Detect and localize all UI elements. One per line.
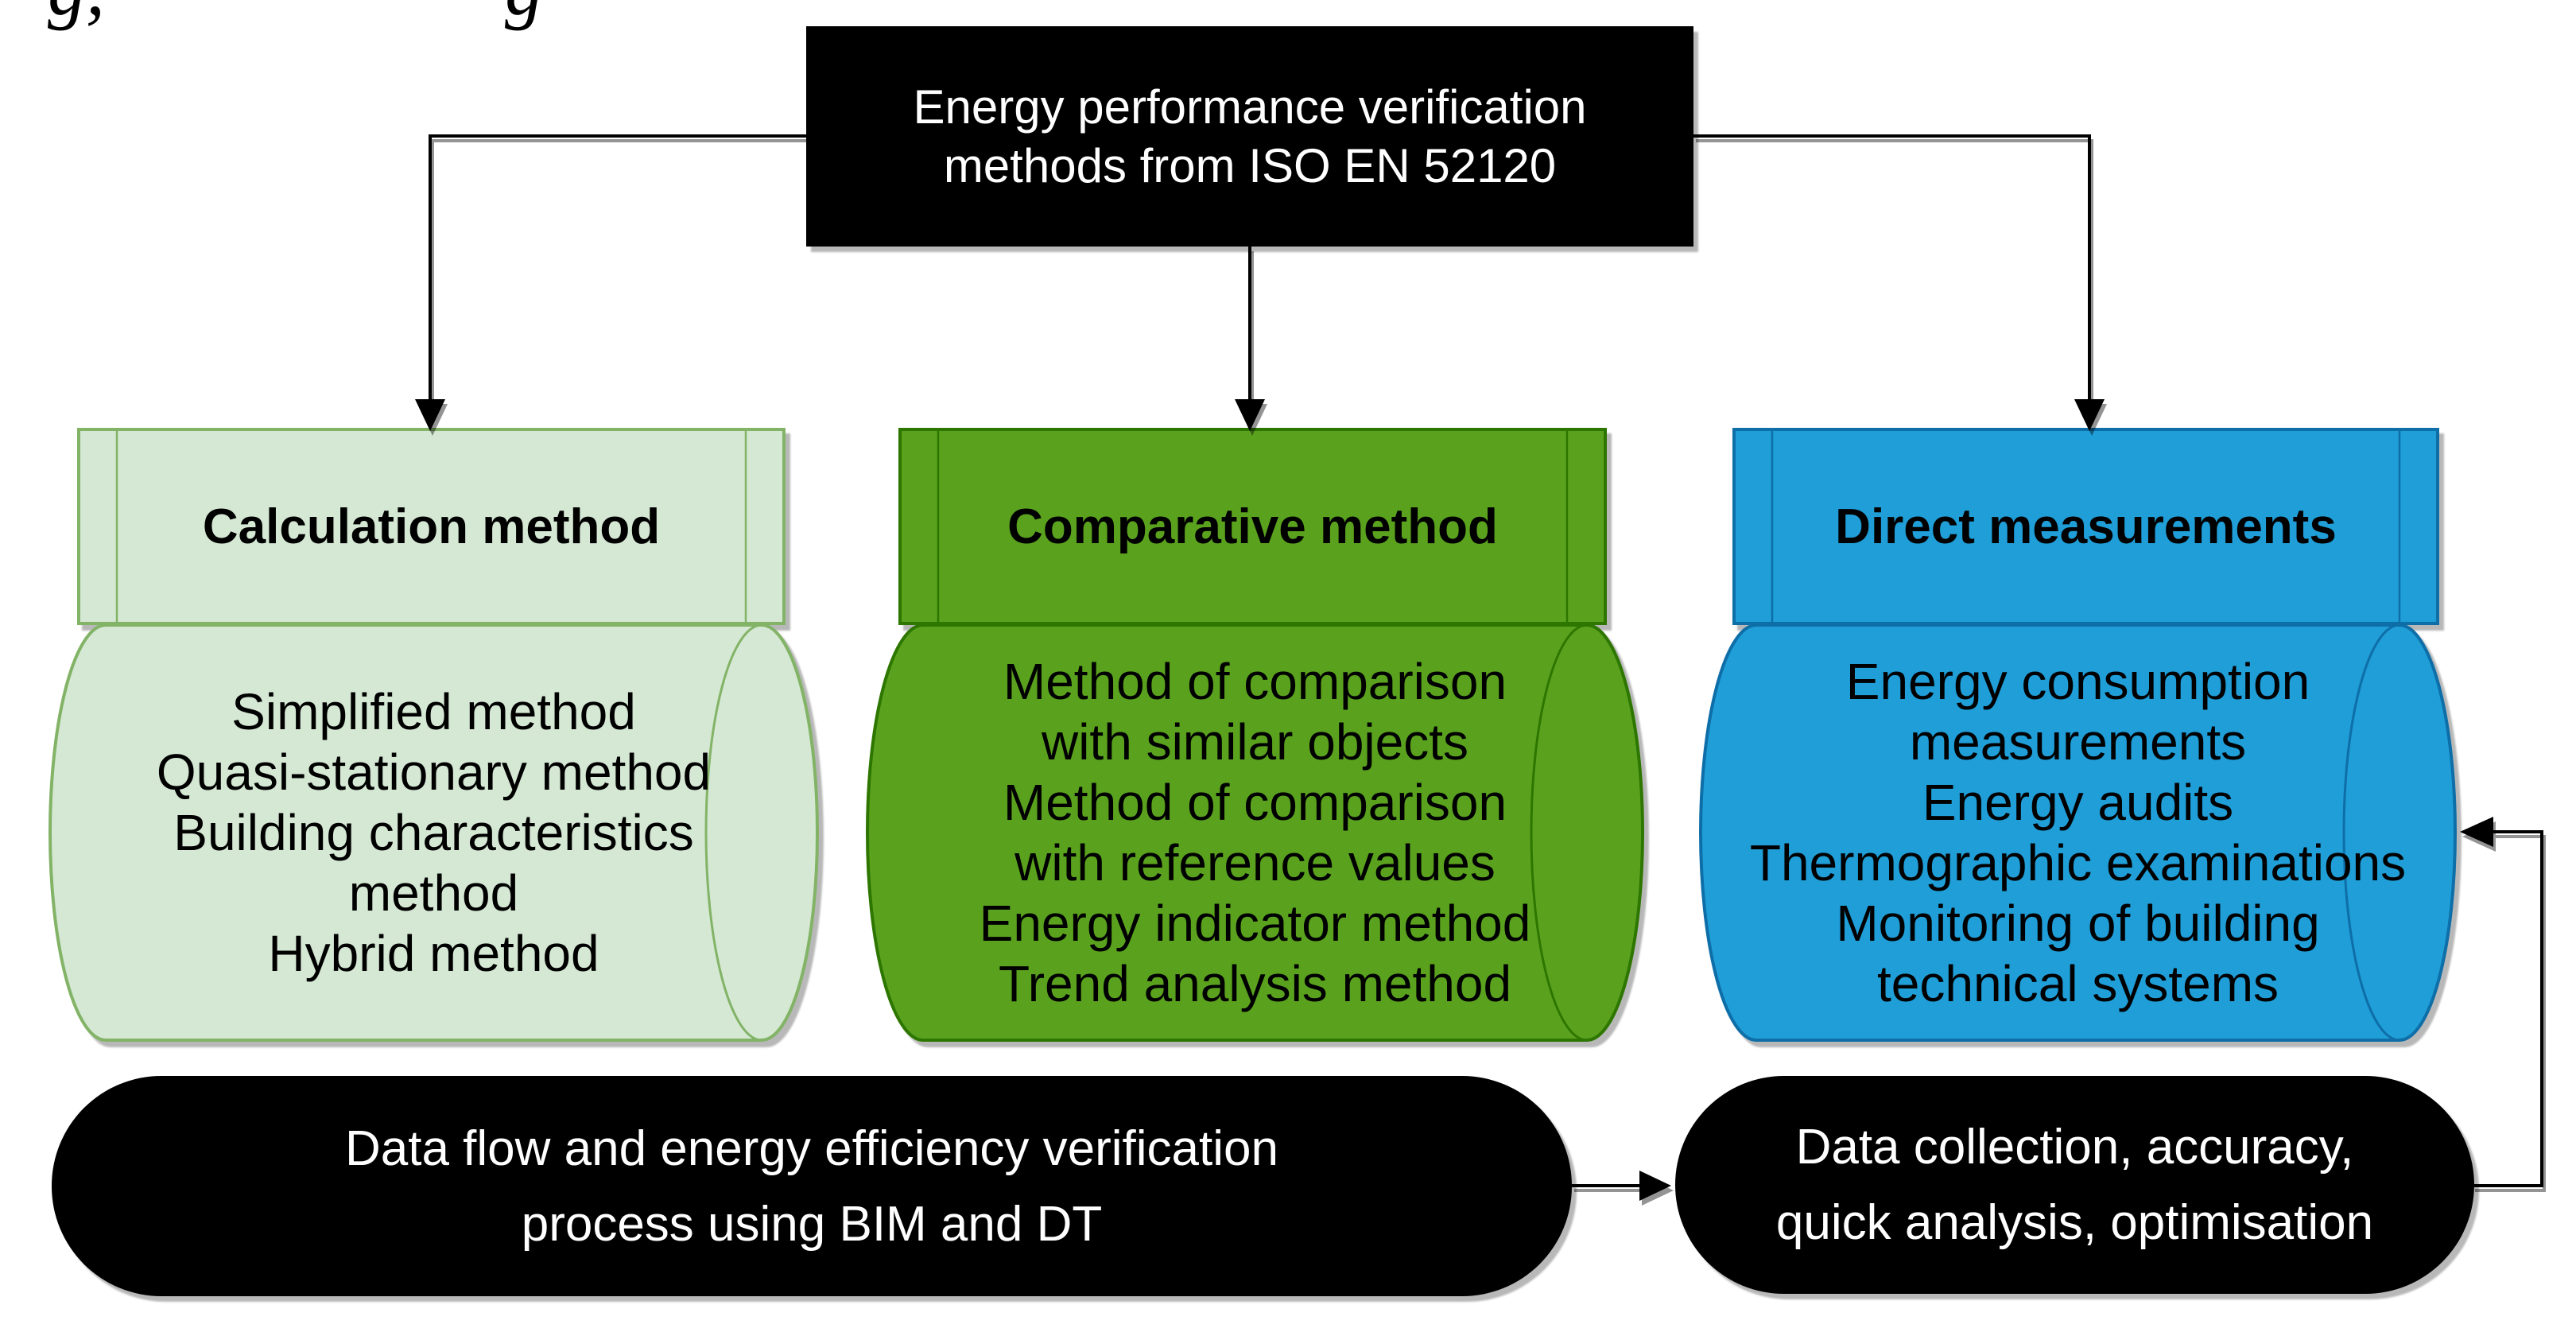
arrowhead-to-comparative [1235,399,1265,431]
data-collection-box [1675,1076,2474,1294]
comparative-cylinder-cap-arc [1530,623,1588,1042]
connector-root-to-direct [1693,134,2091,401]
arrowhead-to-calculation [415,399,445,431]
cropped-caption-fragment-left: g, [48,0,105,27]
comparative-cylinder [866,623,1644,1042]
direct-header-box [1732,428,2439,625]
cropped-caption-fragment-mid: g [505,0,543,27]
direct-cylinder [1699,623,2457,1042]
bim-dt-process-box [52,1076,1572,1296]
arrowhead-to-direct [2074,399,2105,431]
arrowhead-to-datacollection [1639,1171,1671,1201]
calculation-header-box [77,428,786,625]
direct-cylinder-cap-arc [2342,623,2400,1042]
arrowhead-feedback-to-direct-cylinder [2460,817,2493,847]
connector-feedback-loop [2473,830,2543,1187]
connector-root-to-calculation [429,134,806,401]
calculation-cylinder [48,623,819,1042]
root-box [806,26,1693,247]
connector-layer [415,134,2543,1201]
calculation-cylinder-cap-arc [704,623,762,1042]
comparative-header-box [898,428,1607,625]
